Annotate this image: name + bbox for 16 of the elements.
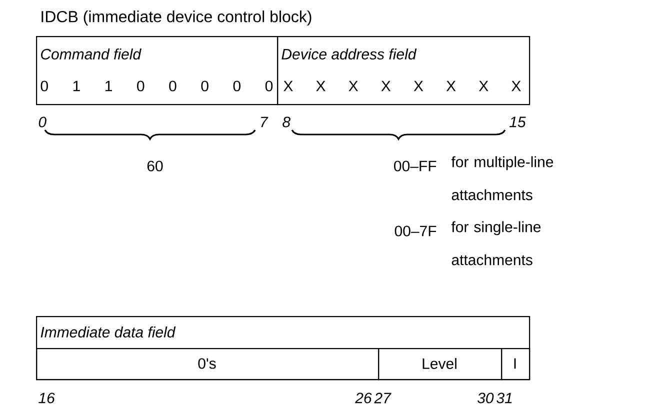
field-cell: 0's — [36, 348, 380, 380]
bit-number: 31 — [496, 392, 512, 404]
field-value: 60 — [147, 160, 163, 172]
field-cell: I — [501, 348, 530, 380]
bit-number: 30 — [477, 392, 494, 404]
bit-number: 27 — [374, 392, 392, 404]
bit-number: 8 — [282, 116, 290, 128]
bit-number: 26 — [355, 392, 372, 404]
note-text: for single-line attachments — [451, 221, 541, 266]
value-range: 00–FF — [394, 160, 436, 172]
field-box: Device address field X X X X X X X X — [277, 36, 530, 106]
field-cell: Level — [378, 348, 502, 380]
field-box: Command field 0 1 1 0 0 0 0 0 — [36, 36, 278, 106]
title: IDCB (immediate device control block) — [42, 10, 312, 26]
bit-number: 7 — [261, 116, 268, 128]
value-range: 00–7F — [394, 226, 436, 236]
